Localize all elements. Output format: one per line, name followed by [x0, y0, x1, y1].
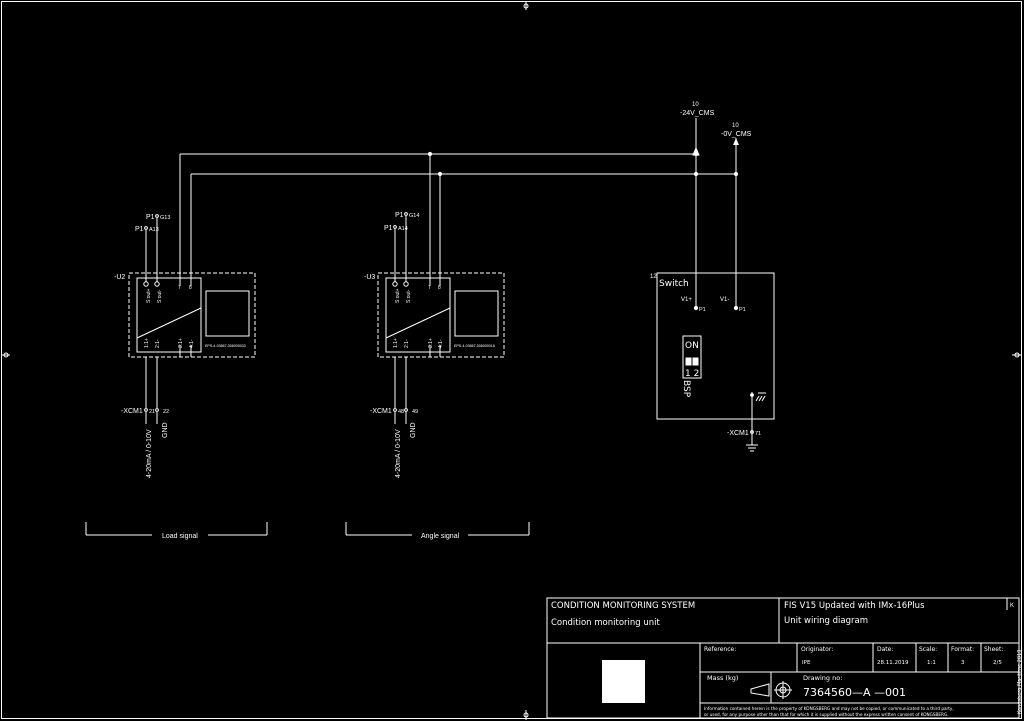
module-u3-plug-bottom: P1 — [384, 225, 393, 232]
switch-title: Switch — [659, 279, 689, 289]
supply-neg-name: -0V_CMS — [721, 131, 752, 138]
module-u3-pin-top: G14 — [409, 213, 419, 219]
module-u2-pin-sout-plus: S:out+ — [146, 288, 152, 303]
module-u2-pin-2: 2:1- — [155, 339, 161, 348]
title-description: Unit wiring diagram — [784, 616, 868, 626]
title-project: FIS V15 Updated with IMx-16Plus — [784, 601, 925, 611]
logo-placeholder — [602, 660, 645, 703]
module-u2-pin-7: 7 — [178, 285, 181, 291]
supply-pos-name: -24V_CMS — [680, 110, 715, 117]
module-u3-term-a: 48 — [398, 409, 404, 415]
scale-label: Scale: — [919, 646, 937, 653]
dip-switch-numbers: 1 2 — [685, 369, 699, 379]
side-copyright: Kongsberg Maritime 2019 — [1017, 650, 1023, 714]
switch-terminal-tag: -XCM1 — [727, 430, 749, 437]
supply-bus-wires — [179, 118, 739, 300]
module-u2-term-a: 21 — [149, 409, 155, 415]
module-u2-pin-top: G13 — [160, 215, 170, 221]
module-u3-bottom-pins: 1:1+ 2:1- 3:1+ 4:1- — [393, 338, 444, 348]
module-u2-plug-top: P1 — [146, 214, 155, 221]
module-u3-term-b: 49 — [412, 409, 418, 415]
module-u2-term-b: 22 — [163, 409, 169, 415]
switch-pin-a-plug: P1 — [699, 307, 706, 313]
projection-symbol-icon — [750, 681, 792, 699]
module-u3-pin-bottom: A14 — [398, 226, 408, 232]
module-u2-plug-bottom: P1 — [135, 226, 144, 233]
module-u2-group-label: Load signal — [162, 533, 198, 540]
dip-switch-on-label: ON — [685, 341, 699, 351]
originator-value: IPE — [802, 660, 811, 666]
module-u3-signal-a: 4-20mA / 0-10V — [395, 429, 402, 478]
reference-label: Reference: — [704, 646, 736, 653]
supply-pos-sheet: 10 — [692, 102, 699, 108]
switch-pin-b-label: V1- — [720, 297, 729, 303]
notice-line-2: or used, for any purpose other than that… — [704, 712, 949, 717]
module-u2-signal-b: GND — [162, 422, 169, 438]
module-u2-bottom-pins: 1:1+ 2:1- 3:1+ 4:1- — [144, 338, 195, 348]
switch-pin-a-label: V1+ — [681, 297, 692, 303]
module-u3-pin-1: 1:1+ — [393, 338, 399, 348]
dip-switch-label: BSP — [681, 380, 691, 398]
title-block: CONDITION MONITORING SYSTEM Condition mo… — [546, 597, 1023, 719]
format-label: Format: — [951, 646, 974, 653]
module-u2-pin-8: 8 — [189, 285, 192, 291]
module-u2-pin-1: 1:1+ — [144, 338, 150, 348]
title-unit: Condition monitoring unit — [551, 618, 661, 628]
module-u2-terminal-tag: -XCM1 — [121, 408, 143, 415]
module-u2-pin-4: 4:1- — [189, 339, 195, 348]
switch-pin-b-plug: P1 — [739, 307, 746, 313]
module-u3-pin-sout-minus: S:out- — [406, 289, 412, 303]
date-label: Date: — [877, 646, 893, 653]
module-u3-group-label: Angle signal — [421, 533, 460, 540]
module-u3-signal-b: GND — [410, 422, 417, 438]
module-u3: P1 G14 P1 A14 -U3 — [345, 212, 530, 540]
module-u3-pin-7: 7 — [428, 285, 431, 291]
sheet-value: 2/5 — [993, 660, 1002, 666]
module-u3-pin-sout-plus: S:out+ — [395, 288, 401, 303]
module-u3-model: EPS-4-03867-006000018 — [454, 344, 495, 348]
module-u2-top-pins: S:out+ S:out- 7 8 — [146, 285, 192, 303]
module-u3-pin-3: 3:1+ — [428, 338, 434, 348]
switch-index: 12 — [650, 274, 657, 280]
module-u2-pin-bottom: A13 — [149, 227, 159, 233]
switch-terminal-no: 71 — [755, 431, 761, 437]
module-u3-pin-4: 4:1- — [438, 339, 444, 348]
date-value: 28.11.2019 — [877, 660, 909, 666]
module-u2-model: EPS-4-03867-006000033 — [205, 344, 246, 348]
drawing-no-value: 7364560—A —001 — [803, 686, 906, 699]
module-u2-tag: -U2 — [114, 274, 125, 281]
module-u3-top-pins: S:out+ S:out- 7 8 — [395, 285, 441, 303]
scale-value: 1:1 — [927, 660, 936, 666]
originator-label: Originator: — [801, 646, 833, 653]
module-u3-pin-2: 2:1- — [404, 339, 410, 348]
module-u2-pin-3: 3:1+ — [178, 338, 184, 348]
module-u3-tag: -U3 — [364, 274, 375, 281]
supply-neg-sheet: 10 — [732, 123, 739, 129]
module-u3-terminal-tag: -XCM1 — [370, 408, 392, 415]
module-u3-pin-8: 8 — [438, 285, 441, 291]
title-system: CONDITION MONITORING SYSTEM — [551, 601, 695, 611]
sheet-label: Sheet: — [984, 646, 1003, 653]
mass-label: Mass (kg) — [707, 674, 738, 682]
title-corner-mark: K — [1010, 603, 1014, 609]
module-u2-signal-a: 4-20mA / 0-10V — [146, 429, 153, 478]
notice-line-1: Information contained herein is the prop… — [704, 706, 954, 711]
module-u2: P1 G13 P1 A13 -U2 — [85, 214, 268, 540]
format-value: 3 — [961, 660, 965, 666]
drawing-no-label: Drawing no: — [803, 674, 842, 682]
module-u2-pin-sout-minus: S:out- — [157, 289, 163, 303]
switch-box: 12 Switch V1+ P1 V1- P1 ON 1 2 BSP -XCM1… — [650, 272, 775, 452]
module-u3-plug-top: P1 — [395, 212, 404, 219]
